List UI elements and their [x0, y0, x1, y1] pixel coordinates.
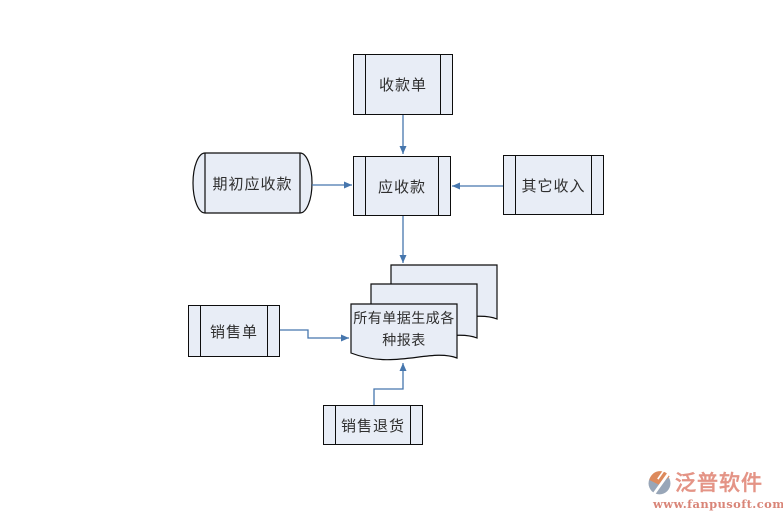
node-side-bar: [515, 156, 516, 214]
document-front: [350, 303, 458, 361]
edge-sales-return-to-reports: [373, 363, 407, 405]
node-sales-return-label: 销售退货: [340, 416, 405, 435]
node-sales-order-label: 销售单: [209, 322, 258, 341]
node-side-bar: [335, 406, 336, 444]
node-receipt: 收款单: [353, 54, 453, 115]
node-side-bar: [267, 306, 268, 356]
node-side-bar: [591, 156, 592, 214]
node-receivable: 应收款: [353, 156, 451, 216]
node-reports-shape: [350, 264, 498, 361]
node-other-income: 其它收入: [503, 155, 604, 215]
node-beginning-receivable-shape: [192, 152, 313, 214]
node-reports-label: 所有单据生成各种报表: [353, 311, 455, 349]
fanpu-watermark: 泛普软件 www.fanpusoft.com: [646, 467, 783, 511]
node-beginning-receivable-label: 期初应收款: [212, 174, 293, 193]
node-sales-return: 销售退货: [323, 405, 423, 445]
node-side-bar: [440, 55, 441, 114]
brand-name: 泛普软件: [675, 470, 763, 495]
fanpu-logo-icon: [648, 469, 671, 495]
node-receipt-label: 收款单: [378, 76, 427, 94]
node-side-bar: [365, 55, 366, 114]
node-other-income-label: 其它收入: [521, 176, 586, 195]
edge-sales-order-to-reports: [280, 329, 349, 342]
node-side-bar: [365, 157, 366, 215]
node-sales-order: 销售单: [188, 305, 280, 357]
node-side-bar: [438, 157, 439, 215]
brand-url: www.fanpusoft.com: [653, 497, 783, 511]
node-receivable-label: 应收款: [377, 177, 426, 196]
node-side-bar: [410, 406, 411, 444]
node-side-bar: [200, 306, 201, 356]
